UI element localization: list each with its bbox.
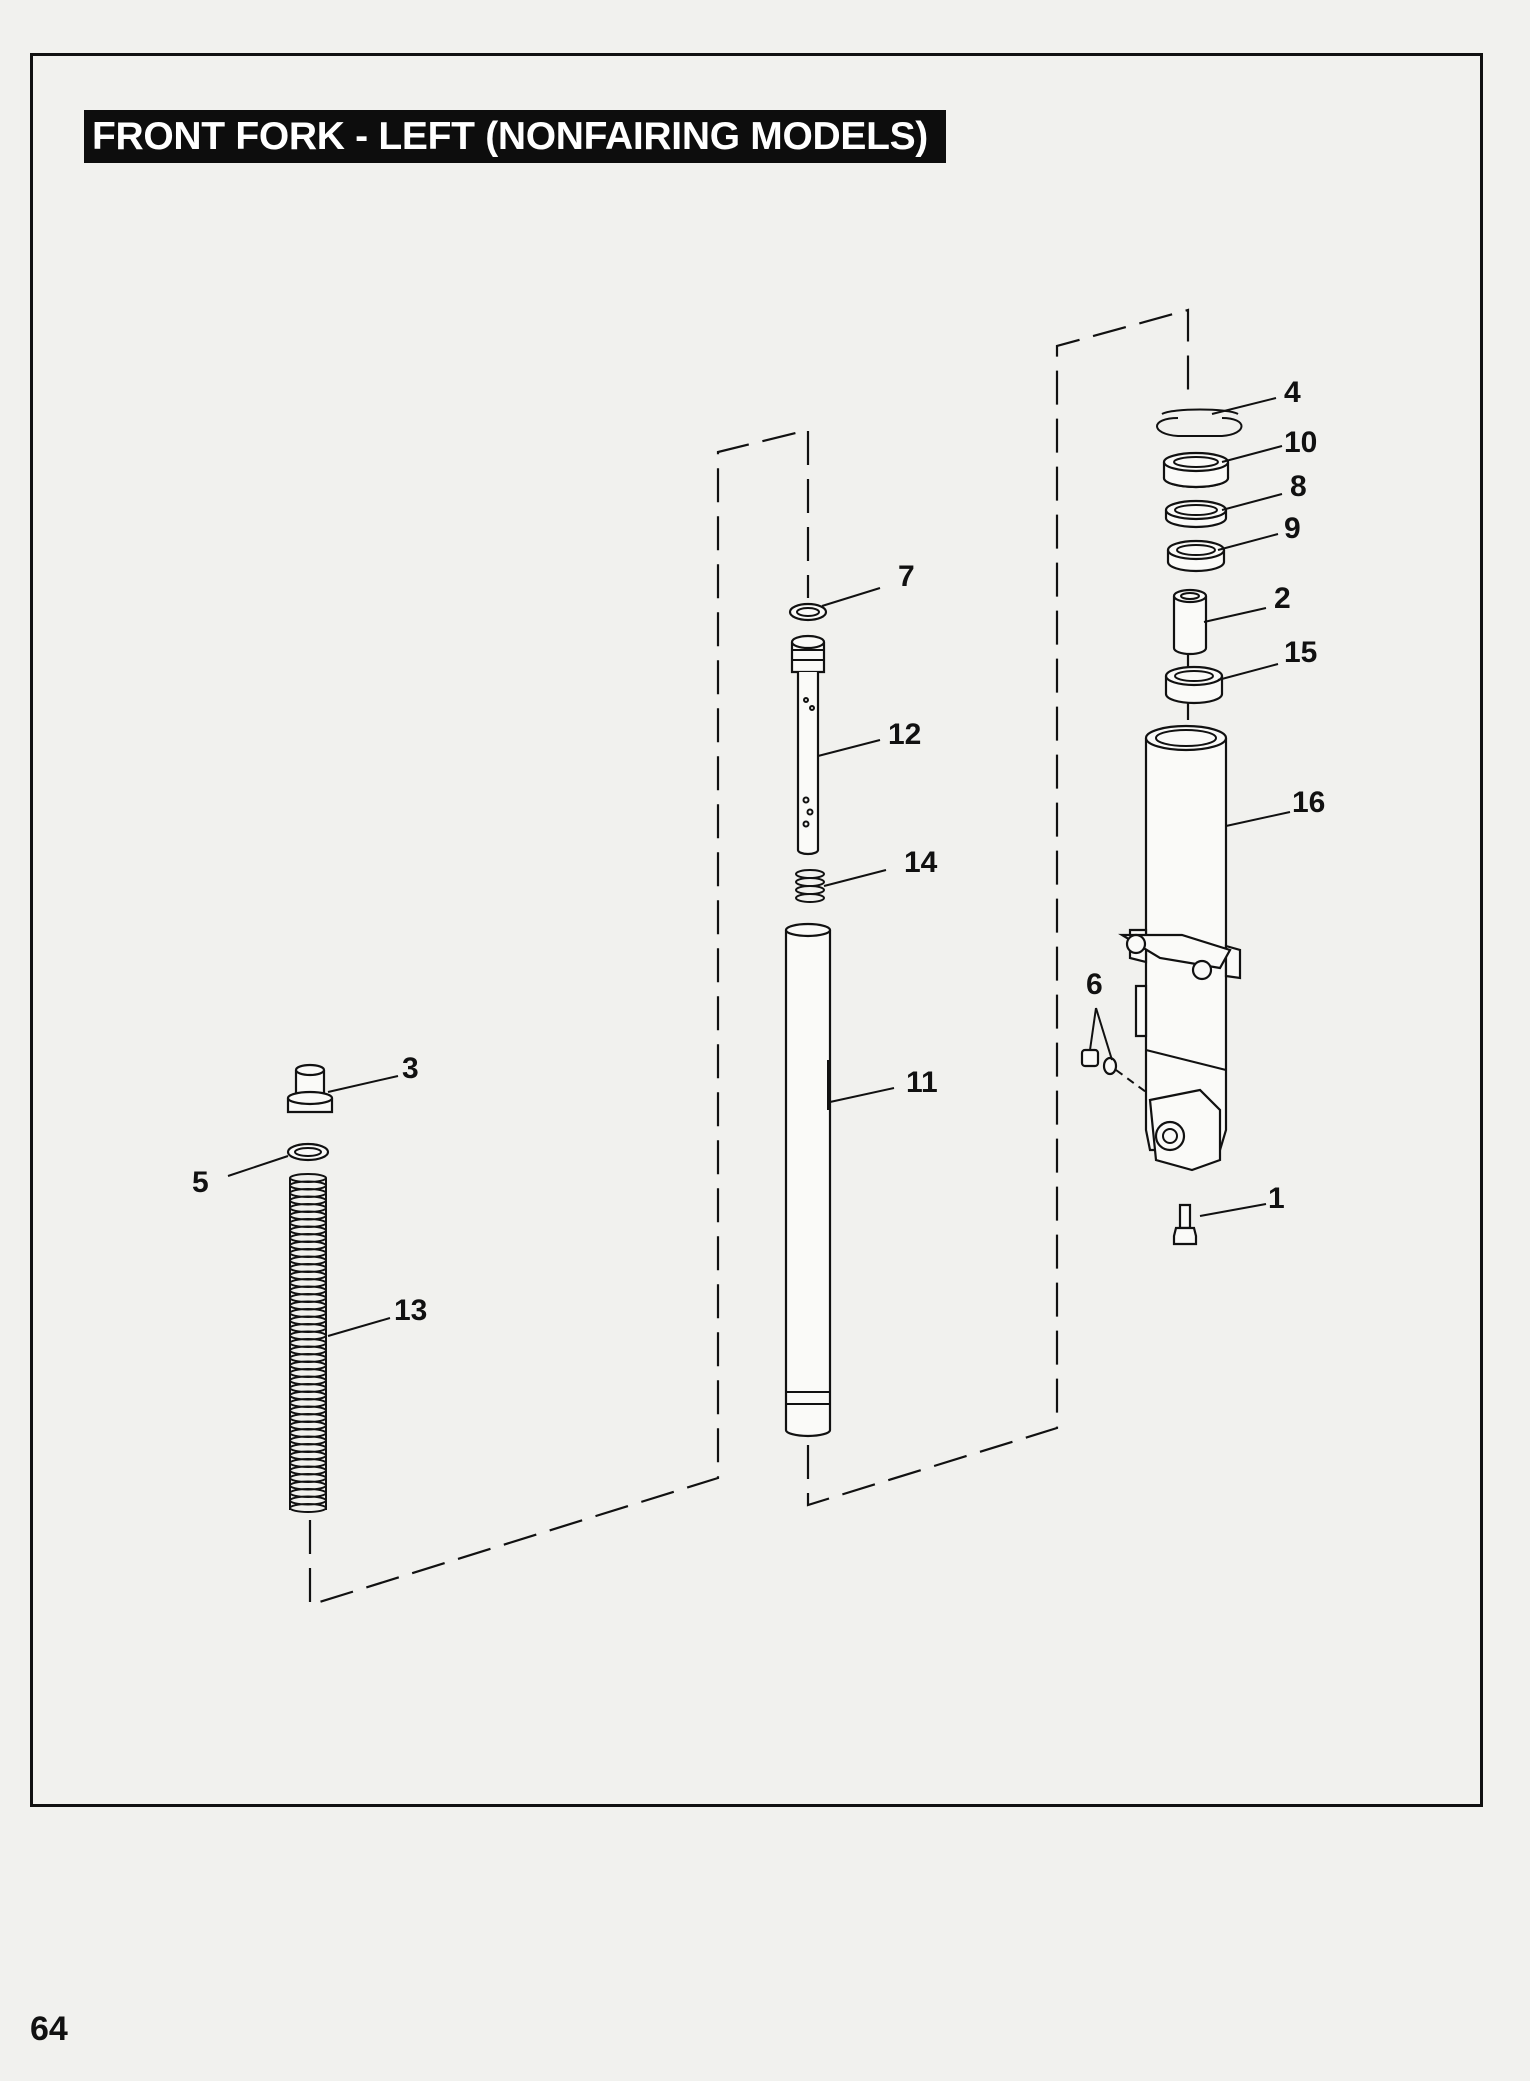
page-number: 64 — [30, 2010, 68, 2048]
callout-3: 3 — [402, 1052, 419, 1085]
washer-part-8 — [1164, 499, 1228, 529]
callout-14: 14 — [904, 846, 938, 879]
callout-1: 1 — [1268, 1182, 1285, 1215]
callout-12: 12 — [888, 718, 921, 751]
fork-slider-part-16 — [1118, 724, 1242, 1172]
diagram-title: FRONT FORK - LEFT (NONFAIRING MODELS) — [84, 110, 946, 163]
fork-tube-part-11 — [784, 922, 832, 1438]
callout-7: 7 — [898, 560, 915, 593]
fork-spring-part-13 — [289, 1173, 328, 1513]
sleeve-part-2 — [1172, 588, 1208, 656]
callout-4: 4 — [1284, 376, 1301, 409]
bolt-part-1 — [1172, 1203, 1198, 1246]
callout-10: 10 — [1284, 426, 1317, 459]
callout-6: 6 — [1086, 968, 1103, 1001]
damper-tube-part-12 — [790, 634, 826, 856]
drain-screw-part-6 — [1080, 1048, 1147, 1093]
fork-cap-part-3 — [286, 1063, 334, 1114]
diagram-frame — [30, 53, 1483, 1807]
callout-2: 2 — [1274, 582, 1291, 615]
callout-13: 13 — [394, 1294, 427, 1327]
leader-lines — [227, 397, 1291, 1337]
assembly-line-spring — [308, 428, 810, 1607]
callout-16: 16 — [1292, 786, 1325, 819]
callout-11: 11 — [906, 1066, 938, 1099]
callout-9: 9 — [1284, 512, 1301, 545]
callout-8: 8 — [1290, 470, 1307, 503]
callout-15: 15 — [1284, 636, 1317, 669]
assembly-line-tube — [806, 308, 1190, 1507]
o-ring-part-5 — [286, 1142, 330, 1162]
bushing-part-9 — [1166, 539, 1226, 573]
piston-ring-part-7 — [788, 602, 828, 622]
oil-seal-part-10 — [1162, 451, 1230, 489]
callout-5: 5 — [192, 1166, 209, 1199]
rebound-spring-part-14 — [795, 869, 825, 903]
lower-bushing-part-15 — [1164, 665, 1224, 705]
retaining-ring-part-4 — [1156, 408, 1243, 437]
